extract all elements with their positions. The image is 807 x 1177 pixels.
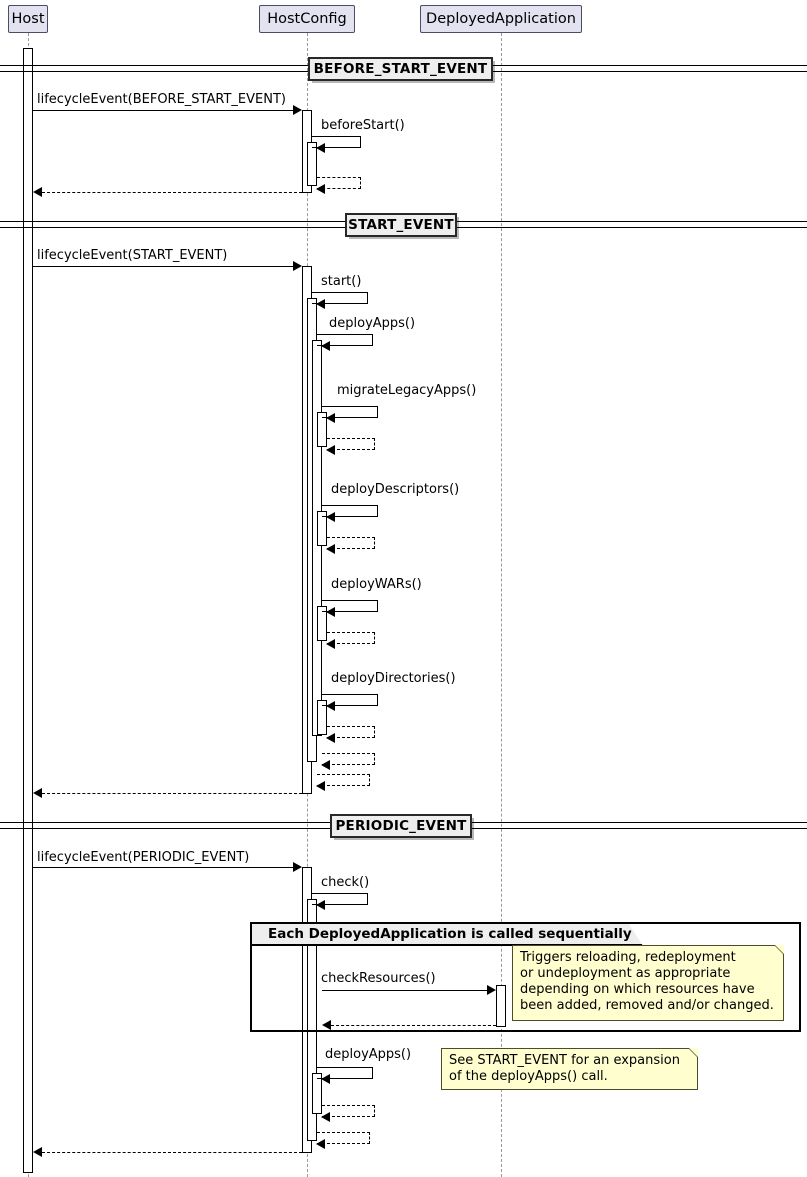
message-arrowhead-return-start (33, 788, 42, 798)
message-selfcall-start (312, 292, 368, 304)
participant-deployedapplication[interactable]: DeployedApplication (420, 5, 582, 33)
message-line-checkresources (322, 990, 487, 991)
message-arrowhead-deploywars-return (326, 639, 335, 649)
message-label-deployapps-periodic: deployApps() (325, 1047, 412, 1062)
message-label-deployapps-start: deployApps() (329, 316, 416, 331)
message-line-lifecycleevent-before-start (33, 110, 293, 111)
message-selfreturn-deploywars (327, 632, 375, 644)
message-selfcall-migratelegacyapps (322, 406, 378, 418)
divider-start-event: START_EVENT (345, 213, 457, 237)
message-arrowhead-beforestart-return (316, 184, 325, 194)
divider-periodic-event: PERIODIC_EVENT (330, 814, 472, 838)
message-label-deploydirectories: deployDirectories() (331, 671, 456, 686)
message-arrowhead-deploydirectories-return (326, 733, 335, 743)
message-selfreturn-migratelegacyapps (327, 438, 375, 450)
message-label-check: check() (321, 875, 370, 890)
message-selfreturn-deployapps-periodic (322, 1105, 375, 1117)
message-label-start: start() (321, 274, 362, 289)
participant-hostconfig[interactable]: HostConfig (259, 5, 355, 33)
message-line-return-periodic (42, 1152, 302, 1153)
group-frame-deployedapplication-loop (250, 922, 801, 1032)
message-label-deploydescriptors: deployDescriptors() (331, 482, 460, 497)
message-arrowhead-beforestart (316, 143, 325, 153)
message-selfreturn-check (317, 1132, 370, 1144)
note-deployapps: See START_EVENT for an expansion of the … (441, 1048, 698, 1090)
message-arrowhead-lifecycleevent-periodic (293, 862, 302, 872)
message-arrowhead-lifecycleevent-start (293, 261, 302, 271)
activation-host-main (23, 48, 33, 1173)
activation-deployedapplication-checkresources (496, 985, 506, 1027)
activation-hostconfig-deploydirectories (317, 700, 327, 735)
message-line-lifecycleevent-start (33, 266, 293, 267)
message-arrowhead-check-return (316, 1139, 325, 1149)
divider-before-start-event: BEFORE_START_EVENT (308, 57, 493, 81)
activation-hostconfig-deploywars (317, 606, 327, 641)
message-label-lifecycleevent-start: lifecycleEvent(START_EVENT) (37, 248, 228, 263)
message-selfcall-deploydescriptors (322, 505, 378, 517)
message-line-checkresources-return (331, 1025, 496, 1026)
message-label-checkresources: checkResources() (321, 971, 436, 986)
message-label-lifecycleevent-before-start: lifecycleEvent(BEFORE_START_EVENT) (37, 92, 286, 107)
activation-hostconfig-beforestart-self (307, 142, 317, 186)
message-line-lifecycleevent-periodic (33, 867, 293, 868)
message-selfcall-deploydirectories (322, 694, 378, 706)
message-selfcall-check (312, 893, 368, 905)
message-label-deploywars: deployWARs() (331, 577, 422, 592)
message-selfcall-deployapps-start (317, 334, 373, 346)
message-arrowhead-start (316, 299, 325, 309)
message-selfreturn-start (317, 774, 370, 786)
message-line-return-start (42, 793, 302, 794)
participant-host[interactable]: Host (8, 5, 48, 33)
message-arrowhead-migratelegacyapps (326, 413, 335, 423)
message-arrowhead-migratelegacyapps-return (326, 445, 335, 455)
message-arrowhead-checkresources-return (322, 1020, 331, 1030)
activation-hostconfig-migratelegacyapps (317, 412, 327, 447)
message-arrowhead-deploywars (326, 607, 335, 617)
activation-hostconfig-deploydescriptors (317, 511, 327, 546)
message-selfreturn-beforestart (317, 177, 361, 189)
message-selfcall-deploywars (322, 600, 378, 612)
message-arrowhead-deployapps-start (321, 341, 330, 351)
message-line-return-before-start (42, 192, 302, 193)
message-selfreturn-deploydescriptors (327, 537, 375, 549)
message-arrowhead-return-before-start (33, 187, 42, 197)
message-selfreturn-deployapps-start (322, 753, 375, 765)
group-label-deployedapplication-loop: Each DeployedApplication is called seque… (252, 924, 643, 946)
message-arrowhead-deployapps-periodic-return (321, 1112, 330, 1122)
message-arrowhead-deployapps-start-return (321, 760, 330, 770)
message-label-beforestart: beforeStart() (321, 118, 405, 133)
message-selfcall-beforestart (312, 136, 361, 148)
activation-hostconfig-check-self (307, 899, 317, 1141)
lifeline-deployedapplication (501, 33, 502, 1177)
message-arrowhead-deploydescriptors (326, 512, 335, 522)
activation-hostconfig-periodic-deployapps (312, 1073, 322, 1114)
message-arrowhead-check (316, 900, 325, 910)
note-checkresources: Triggers reloading, redeployment or unde… (512, 945, 784, 1021)
message-arrowhead-checkresources (487, 985, 496, 995)
message-selfreturn-deploydirectories (327, 726, 375, 738)
message-label-migratelegacyapps: migrateLegacyApps() (337, 383, 477, 398)
message-arrowhead-deployapps-periodic (321, 1074, 330, 1084)
message-arrowhead-return-periodic (33, 1147, 42, 1157)
message-label-lifecycleevent-periodic: lifecycleEvent(PERIODIC_EVENT) (37, 850, 250, 865)
message-arrowhead-deploydescriptors-return (326, 544, 335, 554)
message-arrowhead-deploydirectories (326, 701, 335, 711)
note-checkresources-fold-inner-icon (775, 945, 784, 954)
message-arrowhead-start-return (316, 781, 325, 791)
message-selfcall-deployapps-periodic (317, 1067, 373, 1079)
message-arrowhead-lifecycleevent-before-start (293, 105, 302, 115)
note-deployapps-fold-inner-icon (689, 1048, 698, 1057)
